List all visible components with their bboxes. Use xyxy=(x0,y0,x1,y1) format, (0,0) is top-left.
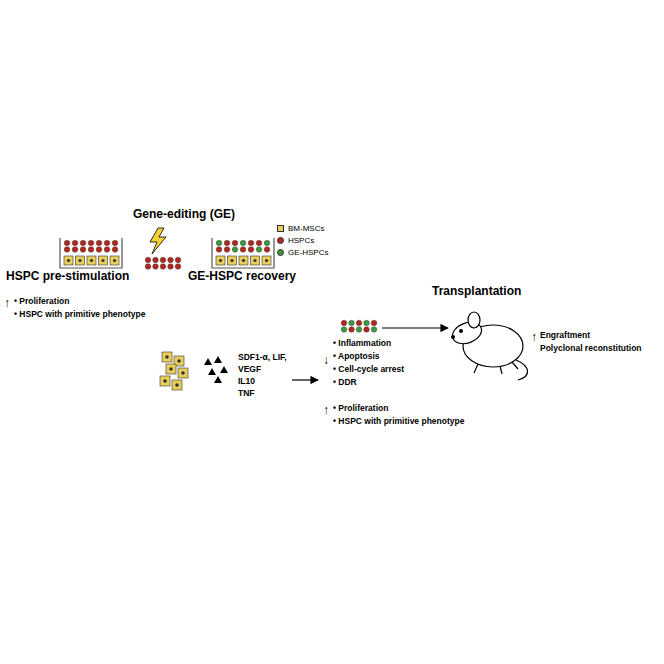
cell-dot xyxy=(160,257,166,263)
electroporation-bolt xyxy=(150,228,166,254)
msc-cell xyxy=(172,380,182,390)
stage-heading: GE-HSPC recovery xyxy=(188,270,296,284)
cytokine-triangle xyxy=(204,358,212,365)
trend-arrow: ↑ xyxy=(531,331,537,345)
cell-dot xyxy=(175,257,181,263)
cell-dot xyxy=(168,264,174,270)
list-item: IL10 xyxy=(238,377,255,387)
list-item: • Cell-cycle arrest xyxy=(333,365,404,375)
list-item: TNF xyxy=(238,389,255,399)
cell-dot xyxy=(341,320,347,326)
legend-swatch xyxy=(277,237,284,244)
cell-dot xyxy=(160,264,166,270)
cell-dot xyxy=(145,264,151,270)
culture-plate xyxy=(212,238,274,268)
list-item: SDF1-α, LIF, xyxy=(238,353,287,363)
cell-dot xyxy=(168,257,174,263)
cell-dot xyxy=(356,320,362,326)
cell-dot xyxy=(364,320,370,326)
list-item: • Proliferation xyxy=(14,297,69,307)
cell-dot xyxy=(349,327,355,333)
stage-heading: HSPC pre-stimulation xyxy=(6,270,129,284)
trend-arrow: ↑ xyxy=(323,404,329,418)
list-item: • Inflammation xyxy=(333,339,391,349)
legend-swatch xyxy=(277,249,284,256)
cytokine-triangle xyxy=(220,366,228,373)
cytokine-triangle xyxy=(214,356,222,363)
flow-arrow xyxy=(292,379,318,380)
list-item: • Proliferation xyxy=(333,404,388,414)
list-item: • Apoptosis xyxy=(333,352,380,362)
flow-arrow xyxy=(382,327,448,328)
trend-arrow: ↑ xyxy=(4,297,10,311)
list-item: • HSPC with primitive phenotype xyxy=(14,310,145,320)
legend-swatch xyxy=(277,225,284,232)
culture-plates xyxy=(60,238,274,268)
cell-dot xyxy=(371,320,377,326)
msc-cell xyxy=(162,352,172,362)
cell-dot xyxy=(356,327,362,333)
list-item: Polyclonal reconstitution xyxy=(540,344,642,354)
legend-text: HSPCs xyxy=(288,236,314,245)
cytokine-triangle xyxy=(208,368,216,375)
stage-heading: Transplantation xyxy=(432,285,521,299)
list-item: • HSPC with primitive phenotype xyxy=(333,417,464,427)
list-item: • DDR xyxy=(333,378,357,388)
cell-dot xyxy=(341,327,347,333)
culture-plate xyxy=(60,238,122,268)
legend-text: GE-HSPCs xyxy=(288,248,328,257)
msc-cell xyxy=(178,368,188,378)
legend-entry: GE-HSPCs xyxy=(277,248,328,257)
cell-dot xyxy=(153,257,159,263)
stage-heading: Gene-editing (GE) xyxy=(133,208,235,222)
list-item: Engraftment xyxy=(540,331,590,341)
cell-dot xyxy=(364,327,370,333)
legend-entry: BM-MSCs xyxy=(277,224,324,233)
cytokine-triangle xyxy=(214,376,222,383)
cell-dot xyxy=(349,320,355,326)
legend-entry: HSPCs xyxy=(277,236,314,245)
msc-cell xyxy=(166,364,176,374)
cell-dot xyxy=(175,264,181,270)
trend-arrow: ↓ xyxy=(323,354,329,368)
legend-text: BM-MSCs xyxy=(288,224,324,233)
list-item: VEGF xyxy=(238,365,261,375)
cell-dot xyxy=(371,327,377,333)
cell-dot xyxy=(145,257,151,263)
cell-dot xyxy=(153,264,159,270)
msc-cell xyxy=(160,376,170,386)
mouse-illustration xyxy=(449,312,527,380)
